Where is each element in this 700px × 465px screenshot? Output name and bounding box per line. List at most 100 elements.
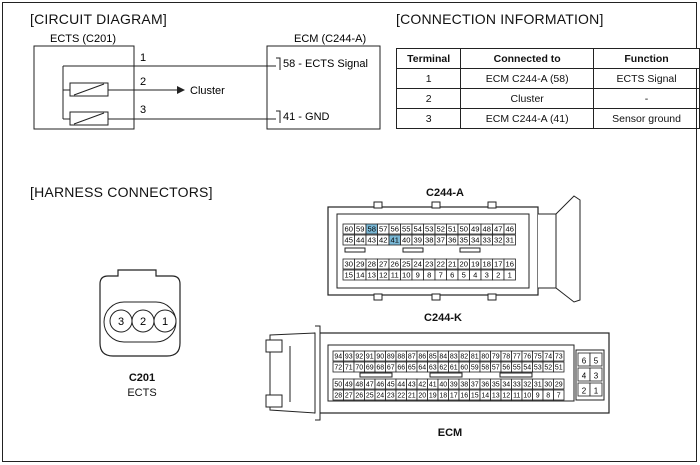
pin-number: 40 — [402, 236, 410, 245]
c201-pin-2-label: 2 — [140, 316, 146, 328]
pin-number: 65 — [408, 365, 416, 372]
pin-number: 1 — [508, 271, 512, 280]
pin-number: 44 — [397, 382, 405, 389]
pin-number: 33 — [483, 236, 491, 245]
pin-number: 17 — [494, 260, 502, 269]
pin-number: 66 — [397, 365, 405, 372]
pin-number: 42 — [379, 236, 387, 245]
table-cell: ECM C244-A (58) — [460, 68, 595, 89]
pin-number: 16 — [506, 260, 514, 269]
sensor-label: ECTS (C201) — [50, 33, 116, 45]
c244a-tab — [373, 293, 383, 301]
pin-number: 31 — [506, 236, 514, 245]
pin-number: 11 — [391, 271, 399, 280]
pin-number: 57 — [492, 365, 500, 372]
pin-number: 31 — [534, 382, 542, 389]
pin-number: 48 — [355, 382, 363, 389]
pin-number: 24 — [376, 393, 384, 400]
pin-number: 45 — [345, 236, 353, 245]
pin-number: 7 — [557, 393, 561, 400]
pin-cell — [553, 378, 565, 390]
pin-number: 52 — [437, 225, 445, 234]
c244k-key — [499, 372, 533, 378]
pin-number: 39 — [450, 382, 458, 389]
header-function: Function — [593, 48, 700, 69]
pin-number: 56 — [502, 365, 510, 372]
pin-number: 25 — [402, 260, 410, 269]
pin-number: 20 — [460, 260, 468, 269]
pin-number: 9 — [416, 271, 420, 280]
c201-pin-3-label: 3 — [118, 316, 124, 328]
pin-cell — [503, 269, 516, 281]
pin-number: 21 — [408, 393, 416, 400]
pin-cell — [589, 352, 603, 367]
pin-number: 20 — [418, 393, 426, 400]
pin-number: 68 — [376, 365, 384, 372]
connection-table: Terminal Connected to Function 1 ECM C24… — [395, 48, 700, 129]
pin-number: 21 — [448, 260, 456, 269]
pin-number: 38 — [460, 382, 468, 389]
pin-number: 34 — [471, 236, 479, 245]
pin-number: 69 — [366, 365, 374, 372]
pin-number: 75 — [534, 354, 542, 361]
pin-number: 36 — [448, 236, 456, 245]
pin-cell — [553, 361, 565, 373]
pin-number: 35 — [460, 236, 468, 245]
pin-number: 9 — [536, 393, 540, 400]
pin-number: 86 — [418, 354, 426, 361]
pin-number: 37 — [437, 236, 445, 245]
pin-number: 28 — [368, 260, 376, 269]
pin-number: 30 — [544, 382, 552, 389]
ecm-label: ECM (C244-A) — [294, 33, 366, 45]
table-row: 2 Cluster - — [395, 88, 700, 109]
arrow-right-icon — [177, 86, 185, 94]
pin-number: 56 — [391, 225, 399, 234]
pin-number: 1 — [594, 387, 599, 396]
pin-number: 36 — [481, 382, 489, 389]
pin-number: 43 — [408, 382, 416, 389]
pin-number: 81 — [471, 354, 479, 361]
ecm-pin-41-label: 41 - GND — [283, 111, 330, 123]
pin-number: 55 — [402, 225, 410, 234]
c244a-tab — [431, 293, 441, 301]
pin-cell — [589, 367, 603, 382]
pin-number: 8 — [546, 393, 550, 400]
pin-number: 47 — [366, 382, 374, 389]
pin-number: 85 — [429, 354, 437, 361]
pin-number: 13 — [368, 271, 376, 280]
pin-number: 6 — [582, 357, 587, 366]
c201-subtitle: ECTS — [127, 387, 157, 399]
pin-number: 23 — [425, 260, 433, 269]
c244a-key — [459, 247, 481, 253]
pin-number: 76 — [523, 354, 531, 361]
pin-cell — [553, 350, 565, 362]
pin-number: 41 — [429, 382, 437, 389]
c244k-key — [429, 372, 463, 378]
pin-number: 37 — [471, 382, 479, 389]
pin-number: 60 — [460, 365, 468, 372]
pin-number: 54 — [523, 365, 531, 372]
table-cell: Cluster — [460, 88, 595, 109]
pin-number: 71 — [345, 365, 353, 372]
pin-number: 14 — [481, 393, 489, 400]
pin-number: 46 — [506, 225, 514, 234]
pin-number: 26 — [355, 393, 363, 400]
c201-pin-1-label: 1 — [162, 316, 168, 328]
pin-number: 4 — [473, 271, 477, 280]
pin-number: 87 — [408, 354, 416, 361]
pin-number: 47 — [494, 225, 502, 234]
pin-number: 41 — [391, 236, 399, 245]
table-header-row: Terminal Connected to Function — [395, 48, 700, 69]
pin-number: 82 — [460, 354, 468, 361]
pin-number: 15 — [345, 271, 353, 280]
pin-number: 33 — [513, 382, 521, 389]
pin-number: 91 — [366, 354, 374, 361]
c244k-lever-tab — [265, 394, 283, 408]
c244a-lever — [538, 195, 581, 303]
pin-number: 89 — [387, 354, 395, 361]
pin-number: 27 — [379, 260, 387, 269]
pin-number: 57 — [379, 225, 387, 234]
